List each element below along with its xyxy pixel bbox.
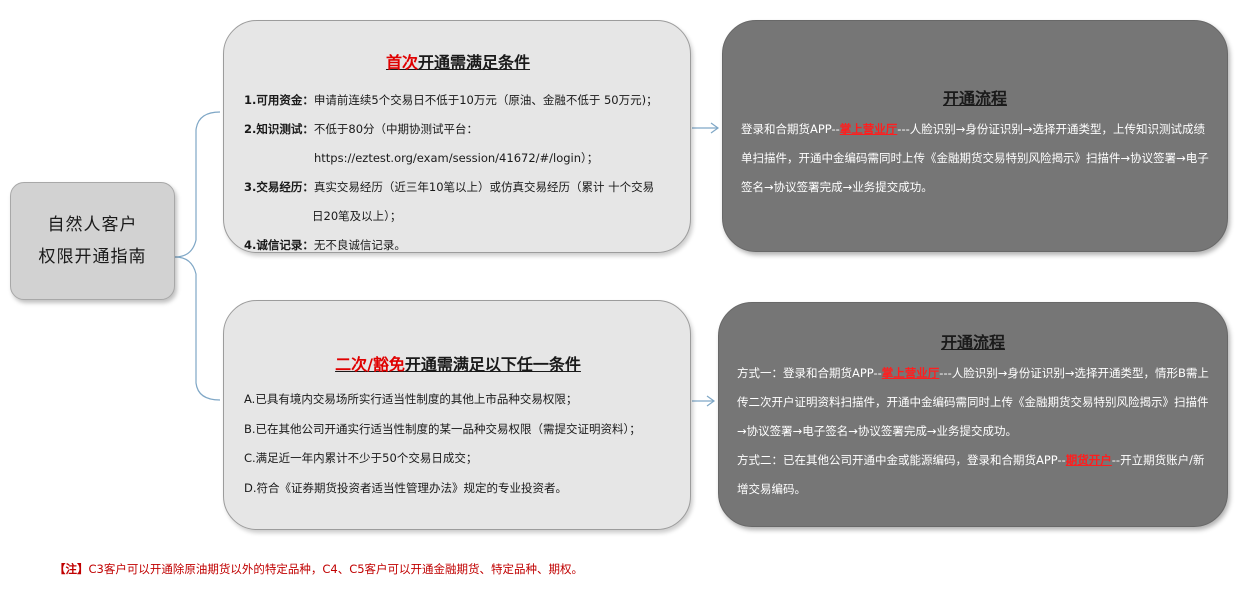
condition-label: 4.诚信记录： (244, 238, 314, 252)
condition-text: 无不良诚信记录。 (313, 238, 406, 252)
condition-trading-experience: 3.交易经历： 真实交易经历（近三年10笔以上）或仿真交易经历（累计 十个交易 (244, 173, 672, 202)
condition-text: 不低于80分（中期协测试平台： (313, 122, 479, 136)
trading-experience-continued: 日20笔及以上）； (312, 209, 402, 223)
condition-label: 2.知识测试： (244, 122, 314, 136)
footnote-text: C3客户可以开通除原油期货以外的特定品种，C4、C5客户可以开通金融期货、特定品… (88, 562, 584, 576)
process-title: 开通流程 (940, 333, 1005, 352)
condition-credit-record: 4.诚信记录： 无不良诚信记录。 (244, 231, 672, 260)
condition-label: 1.可用资金： (244, 93, 314, 107)
process-description: 登录和合期货APP--掌上营业厅---人脸识别→身份证识别→选择开通类型，上传知… (741, 115, 1209, 202)
second-exempt-conditions-box: 二次/豁免开通需满足以下任一条件 A.已具有境内交易场所实行适当性制度的其他上市… (223, 300, 691, 530)
condition-knowledge-test: 2.知识测试： 不低于80分（中期协测试平台： (244, 115, 672, 144)
process-way-one: 方式一：登录和合期货APP--掌上营业厅---人脸识别→身份证识别→选择开通类型… (737, 359, 1209, 446)
second-time-title-rest: 开通需满足以下任一条件 (404, 355, 581, 374)
arrow-head-1 (710, 122, 720, 134)
condition-funds: 1.可用资金： 申请前连续5个交易日不低于10万元（原油、金融不低于 50万元)… (244, 86, 672, 115)
condition-label: 3.交易经历： (244, 180, 314, 194)
process-text-pre: 登录和合期货APP-- (741, 122, 840, 136)
first-time-title: 首次开通需满足条件 (244, 49, 672, 73)
second-time-process-box: 开通流程 方式一：登录和合期货APP--掌上营业厅---人脸识别→身份证识别→选… (718, 302, 1228, 527)
first-time-title-rest: 开通需满足条件 (418, 53, 531, 72)
way-two-pre: 方式二：已在其他公司开通中金或能源编码，登录和合期货APP-- (737, 453, 1066, 467)
process-title: 开通流程 (942, 89, 1007, 108)
way-two-post: --开立期货账户/新增交易编码。 (737, 453, 1205, 496)
condition-a: A.已具有境内交易场所实行适当性制度的其他上市品种交易权限； (244, 392, 578, 406)
condition-c: C.满足近一年内累计不少于50个交易日成交； (244, 451, 478, 465)
first-time-process-box: 开通流程 登录和合期货APP--掌上营业厅---人脸识别→身份证识别→选择开通类… (722, 20, 1228, 252)
root-bracket-lower (174, 256, 221, 401)
root-title-line1: 自然人客户 (47, 215, 138, 235)
process-text-post: ---人脸识别→身份证识别→选择开通类型，上传知识测试成绩单扫描件，开通中金编码… (741, 122, 1209, 194)
way-one-highlight: 掌上营业厅 (881, 366, 940, 380)
root-node: 自然人客户 权限开通指南 (10, 182, 175, 300)
footnote: 【注】C3客户可以开通除原油期货以外的特定品种，C4、C5客户可以开通金融期货、… (54, 561, 583, 577)
way-two-highlight: 期货开户 (1065, 453, 1112, 467)
way-one-post: ---人脸识别→身份证识别→选择开通类型，情形B需上传二次开户证明资料扫描件，开… (737, 366, 1209, 438)
knowledge-test-url: https://eztest.org/exam/session/41672/#/… (314, 151, 599, 165)
footnote-tag: 【注】 (54, 562, 89, 576)
process-way-two: 方式二：已在其他公司开通中金或能源编码，登录和合期货APP--期货开户--开立期… (737, 446, 1209, 504)
condition-text: 申请前连续5个交易日不低于10万元（原油、金融不低于 50万元)； (313, 93, 658, 107)
root-title-line2: 权限开通指南 (38, 247, 147, 267)
condition-text: 真实交易经历（近三年10笔以上）或仿真交易经历（累计 十个交易 (313, 180, 655, 194)
process-highlight: 掌上营业厅 (839, 122, 898, 136)
first-time-conditions-box: 首次开通需满足条件 1.可用资金： 申请前连续5个交易日不低于10万元（原油、金… (223, 20, 691, 253)
way-one-pre: 方式一：登录和合期货APP-- (737, 366, 882, 380)
second-time-title: 二次/豁免开通需满足以下任一条件 (244, 351, 672, 375)
first-time-title-highlight: 首次 (385, 53, 418, 72)
root-bracket (174, 111, 221, 258)
arrow-head-2 (706, 395, 716, 407)
condition-b: B.已在其他公司开通实行适当性制度的某一品种交易权限（需提交证明资料）； (244, 421, 641, 436)
second-time-title-highlight: 二次/豁免 (335, 355, 405, 374)
condition-d: D.符合《证券期货投资者适当性管理办法》规定的专业投资者。 (244, 480, 568, 495)
